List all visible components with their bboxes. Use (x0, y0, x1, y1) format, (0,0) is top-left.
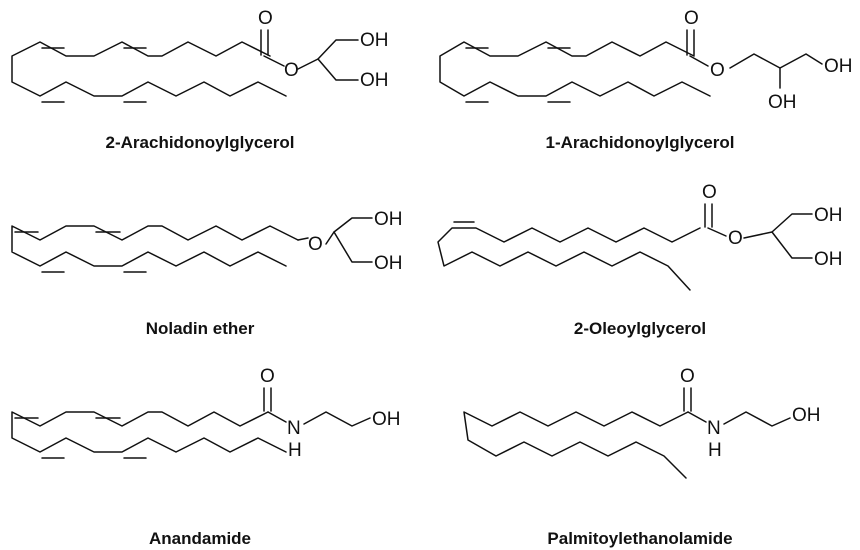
hydroxyl-top: OH (374, 209, 403, 230)
hydroxyl-secondary: OH (768, 92, 797, 113)
ester-linkage (263, 55, 285, 67)
molecule-name: Palmitoylethanolamide (547, 529, 732, 548)
hydroxyl-bottom: OH (814, 249, 843, 270)
ester-oxygen: O (710, 60, 725, 81)
molecule-noladin-ether: O OH OH Noladin ether (11, 209, 403, 338)
amide-hydrogen: H (288, 440, 302, 461)
hydroxyl-bottom: OH (360, 70, 389, 91)
amide-nitrogen: N (707, 418, 721, 439)
ester-oxygen: O (284, 60, 299, 81)
acyl-chain (439, 41, 711, 97)
ester-linkage (707, 227, 727, 237)
molecule-2-arachidonoylglycerol: O O OH OH 2-Arachidonoylglycerol (11, 8, 389, 152)
hydroxyl: OH (372, 409, 401, 430)
molecule-name: Anandamide (149, 529, 251, 548)
acyl-chain (463, 411, 689, 479)
hydroxyl-top: OH (360, 30, 389, 51)
ethanolamine-chain (723, 411, 791, 427)
carbonyl-oxygen: O (684, 8, 699, 29)
molecule-name: Noladin ether (146, 319, 255, 338)
acyl-chain (437, 227, 701, 291)
molecule-2-oleoylglycerol: O O OH OH 2-Oleoylglycerol (437, 182, 843, 338)
ether-linkage (297, 237, 309, 241)
ester-linkage (689, 55, 709, 67)
carbonyl-oxygen: O (260, 366, 275, 387)
carbonyl-oxygen: O (702, 182, 717, 203)
hydroxyl-top: OH (814, 205, 843, 226)
carbonyl-oxygen: O (258, 8, 273, 29)
glycerol-backbone (729, 53, 823, 69)
glycerol-backbone (333, 231, 373, 263)
glycerol-backbone (317, 58, 359, 81)
acyl-chain (11, 41, 287, 97)
hydroxyl-bottom: OH (374, 253, 403, 274)
glycerol-backbone (297, 39, 359, 70)
amide-bond (267, 411, 287, 423)
molecule-1-arachidonoylglycerol: O O OH OH 1-Arachidonoylglycerol (439, 8, 853, 152)
molecule-name: 2-Arachidonoylglycerol (106, 133, 295, 152)
amide-hydrogen: H (708, 440, 722, 461)
ester-oxygen: O (728, 228, 743, 249)
glycerol-backbone (743, 213, 813, 239)
alkyl-chain (11, 225, 299, 267)
ether-oxygen: O (308, 234, 323, 255)
hydroxyl-terminal: OH (824, 56, 853, 77)
ethanolamine-chain (303, 411, 371, 427)
molecule-anandamide: O N H OH Anandamide (11, 366, 401, 548)
molecule-name: 1-Arachidonoylglycerol (546, 133, 735, 152)
acyl-chain (11, 411, 287, 453)
glycerol-backbone (771, 231, 813, 259)
molecule-name: 2-Oleoylglycerol (574, 319, 706, 338)
carbonyl-oxygen: O (680, 366, 695, 387)
amide-nitrogen: N (287, 418, 301, 439)
hydroxyl: OH (792, 405, 821, 426)
amide-bond (687, 411, 707, 423)
glycerol-backbone (325, 217, 373, 245)
molecule-palmitoylethanolamide: O N H OH Palmitoylethanolamide (463, 366, 821, 548)
